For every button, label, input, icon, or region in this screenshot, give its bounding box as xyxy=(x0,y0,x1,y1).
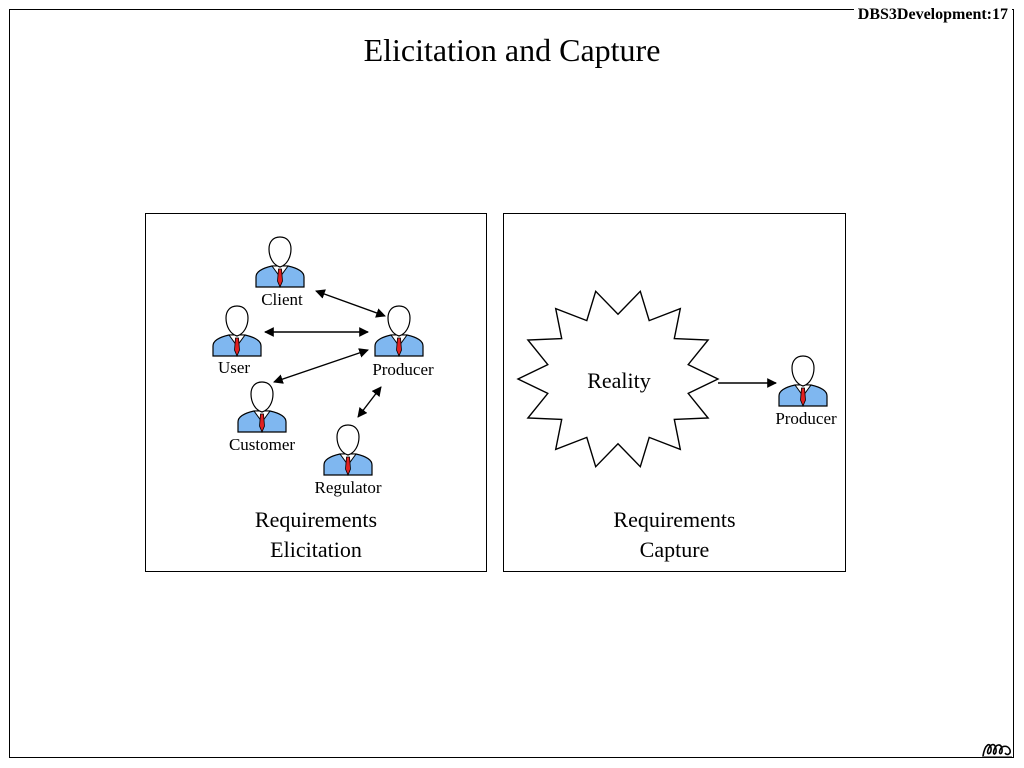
customer-person-icon xyxy=(237,381,287,434)
capture-caption-line1: Requirements xyxy=(613,507,736,532)
elicitation-panel: Requirements Elicitation xyxy=(145,213,487,572)
reality-starburst xyxy=(516,289,720,469)
client-person-icon xyxy=(255,236,305,289)
producer-label: Producer xyxy=(372,360,434,379)
elicitation-caption: Requirements Elicitation xyxy=(146,505,486,565)
reality-label: Reality xyxy=(587,368,651,393)
regulator-producer-arrow xyxy=(357,386,382,418)
regulator-label: Regulator xyxy=(314,478,382,497)
user-person-icon xyxy=(212,305,262,358)
regulator-person-icon xyxy=(323,424,373,477)
producer-person-icon xyxy=(374,305,424,358)
customer-producer-arrow xyxy=(273,348,369,384)
capture-producer-person-icon xyxy=(778,355,828,408)
capture-producer-label: Producer xyxy=(775,409,837,428)
user-label: User xyxy=(217,358,251,377)
elicitation-caption-line1: Requirements xyxy=(254,507,378,532)
capture-caption-line2: Capture xyxy=(639,537,710,562)
slide-frame xyxy=(9,9,1014,758)
client-label: Client xyxy=(261,290,303,309)
slide-id: DBS3Development:17 xyxy=(853,6,1012,24)
capture-caption: Requirements Capture xyxy=(504,505,845,565)
logo-icon xyxy=(982,743,1012,758)
slide-title: Elicitation and Capture xyxy=(363,32,661,68)
elicitation-caption-line2: Elicitation xyxy=(270,537,362,562)
customer-label: Customer xyxy=(228,435,296,454)
client-producer-arrow xyxy=(315,289,386,318)
